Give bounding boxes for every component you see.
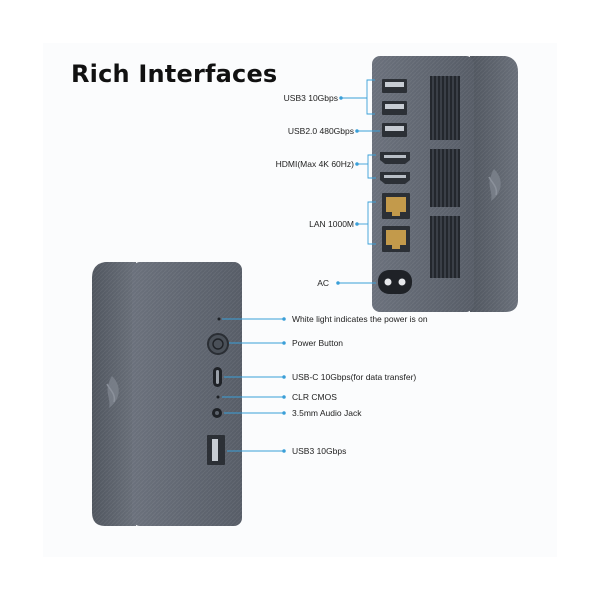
label-back-ac: AC <box>317 278 329 288</box>
usb-a-icon <box>382 79 407 115</box>
front-device <box>92 262 242 526</box>
label-usb-c: USB-C 10Gbps(for data transfer) <box>292 372 417 382</box>
logo-icon <box>488 169 501 201</box>
power-led <box>217 317 221 321</box>
vent-grille <box>430 149 460 207</box>
usb-c-icon <box>213 367 222 387</box>
ac-socket-icon <box>378 270 412 294</box>
label-back-usb2: USB2.0 480Gbps <box>287 126 354 136</box>
vent-grille <box>430 216 460 278</box>
vent-grille <box>430 76 460 140</box>
label-audio-jack: 3.5mm Audio Jack <box>292 408 362 418</box>
label-clr-cmos: CLR CMOS <box>292 392 337 402</box>
label-power-button: Power Button <box>292 338 344 348</box>
ethernet-icon <box>382 193 410 252</box>
callout-lines <box>222 79 380 453</box>
logo-icon <box>106 376 119 408</box>
back-device <box>372 56 518 312</box>
label-front-usb3: USB3 10Gbps <box>292 446 347 456</box>
label-power-light: White light indicates the power is on <box>292 314 428 324</box>
usb-a-icon <box>382 123 407 137</box>
label-back-hdmi: HDMI(Max 4K 60Hz) <box>275 159 354 169</box>
clr-cmos-hole <box>216 395 220 399</box>
hdmi-icon <box>380 152 410 184</box>
audio-jack-icon <box>212 408 222 418</box>
page-title: Rich Interfaces <box>71 60 278 88</box>
power-icon <box>207 333 229 355</box>
label-back-usb3: USB3 10Gbps <box>283 93 338 103</box>
label-back-lan: LAN 1000M <box>309 219 354 229</box>
usb-a-icon <box>207 435 225 465</box>
